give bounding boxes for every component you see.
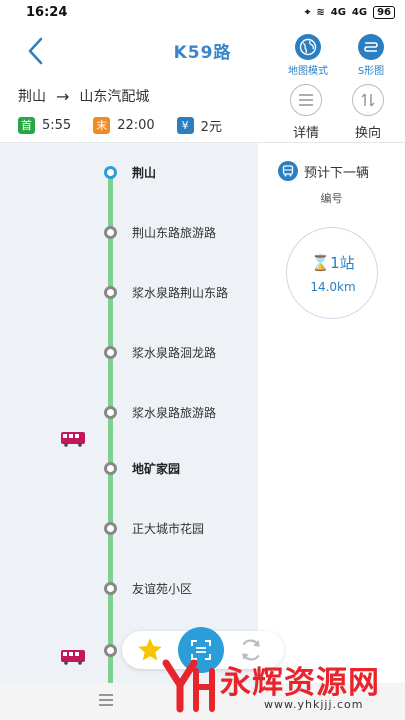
eta-display: ⌛1站 14.0km xyxy=(286,227,378,319)
status-bar: 16:24 ⌖ ≋ 4G 4G 96 xyxy=(0,0,405,26)
switch-direction-button[interactable]: 换向 xyxy=(348,84,388,141)
s-route-icon xyxy=(358,34,384,60)
stop-dot xyxy=(104,226,117,239)
last-bus-time: 22:00 xyxy=(117,118,155,133)
stop-dot xyxy=(104,462,117,475)
stop-item[interactable]: 浆水泉路旅游路 xyxy=(0,401,258,425)
list-icon xyxy=(290,84,322,116)
status-icons: ⌖ ≋ 4G 4G 96 xyxy=(305,6,395,19)
switch-label: 换向 xyxy=(354,126,381,141)
floating-actions xyxy=(122,627,284,673)
s-map-label: S形图 xyxy=(357,66,385,77)
first-bus-tag: 首 xyxy=(18,117,35,134)
stop-dot xyxy=(104,522,117,535)
eta-stops-value: 1站 xyxy=(330,254,355,272)
origin-stop: 荆山 xyxy=(18,89,46,105)
eta-distance: 14.0km xyxy=(310,280,356,294)
stop-dot xyxy=(104,406,117,419)
wifi-icon: ≋ xyxy=(316,7,325,18)
stop-dot xyxy=(104,286,117,299)
stop-item[interactable] xyxy=(0,639,258,663)
detail-label: 详情 xyxy=(292,126,319,141)
watermark-brand: 永辉资源网 xyxy=(220,665,380,701)
bus-position-icon[interactable] xyxy=(60,649,86,665)
destination-stop: 山东汽配城 xyxy=(79,89,150,105)
watermark: 永辉资源网 www.yhkjjj.com xyxy=(160,657,400,717)
scan-button[interactable] xyxy=(178,627,224,673)
stop-item[interactable]: 荆山 xyxy=(0,161,258,185)
swap-arrows-icon xyxy=(352,84,384,116)
stop-item[interactable]: 浆水泉路荆山东路 xyxy=(0,281,258,305)
next-bus-heading: 预计下一辆 xyxy=(278,161,369,181)
stop-name: 地矿家园 xyxy=(132,462,181,476)
first-bus: 首 5:55 xyxy=(18,117,71,134)
scan-icon xyxy=(191,640,211,660)
s-map-button[interactable]: S形图 xyxy=(351,34,391,77)
star-icon xyxy=(138,638,162,661)
back-chevron-icon xyxy=(28,37,43,65)
stop-item[interactable]: 正大城市花园 xyxy=(0,517,258,541)
globe-icon xyxy=(295,34,321,60)
divider xyxy=(0,142,405,143)
watermark-logo xyxy=(162,659,215,713)
schedule-info: 首 5:55 末 22:00 ¥ 2元 xyxy=(18,116,244,135)
next-bus-panel: 预计下一辆 编号 ⌛1站 14.0km xyxy=(258,143,405,683)
stop-name: 浆水泉路洄龙路 xyxy=(132,346,217,360)
route-endpoints: 荆山 → 山东汽配城 xyxy=(18,86,149,106)
stop-dot xyxy=(104,346,117,359)
direction-arrow-icon: → xyxy=(56,86,70,106)
fare-value: 2元 xyxy=(200,120,222,135)
bus-icon xyxy=(278,161,298,181)
hourglass-icon: ⌛ xyxy=(311,254,331,272)
stop-item[interactable]: 浆水泉路洄龙路 xyxy=(0,341,258,365)
back-button[interactable] xyxy=(22,34,52,68)
stop-item[interactable]: 地矿家园 xyxy=(0,457,258,481)
stop-name: 浆水泉路旅游路 xyxy=(132,406,217,420)
stop-dot xyxy=(104,582,117,595)
nav-bar: K59路 地图模式 S形图 xyxy=(0,26,405,78)
last-bus: 末 22:00 xyxy=(93,117,155,134)
last-bus-tag: 末 xyxy=(93,117,111,134)
bus-number-label: 编号 xyxy=(320,192,343,205)
map-mode-button[interactable]: 地图模式 xyxy=(282,34,334,77)
stop-item[interactable]: 友谊苑小区 xyxy=(0,577,258,601)
watermark-url: www.yhkjjj.com xyxy=(264,698,364,711)
route-info: 荆山 → 山东汽配城 首 5:55 末 22:00 ¥ 2元 详情 xyxy=(0,78,405,142)
stop-dot xyxy=(104,644,117,657)
location-icon: ⌖ xyxy=(304,7,311,18)
refresh-button[interactable] xyxy=(238,637,264,667)
stop-name: 荆山东路旅游路 xyxy=(132,226,217,240)
eta-stops: ⌛1站 xyxy=(287,252,379,273)
status-time: 16:24 xyxy=(26,5,68,20)
fare: ¥ 2元 xyxy=(176,116,222,135)
detail-button[interactable]: 详情 xyxy=(286,84,326,141)
battery-icon: 96 xyxy=(373,6,395,19)
route-line xyxy=(108,173,113,683)
stop-list[interactable]: 荆山 荆山东路旅游路 浆水泉路荆山东路 浆水泉路洄龙路 浆水泉路旅游路 地矿家园… xyxy=(0,143,258,683)
route-title: K59路 xyxy=(173,43,232,63)
signal-1-icon: 4G xyxy=(330,7,346,18)
favorite-button[interactable] xyxy=(136,636,164,668)
stop-name: 正大城市花园 xyxy=(132,522,205,536)
next-bus-title: 预计下一辆 xyxy=(304,165,370,181)
bus-position-icon[interactable] xyxy=(60,431,86,447)
stop-item[interactable]: 荆山东路旅游路 xyxy=(0,221,258,245)
fare-tag-icon: ¥ xyxy=(176,117,194,134)
menu-icon[interactable] xyxy=(98,692,114,711)
stop-name: 荆山 xyxy=(132,166,157,180)
stop-name: 友谊苑小区 xyxy=(132,582,193,596)
map-mode-label: 地图模式 xyxy=(288,66,328,77)
signal-2-icon: 4G xyxy=(351,7,368,18)
refresh-icon xyxy=(242,639,260,661)
first-bus-time: 5:55 xyxy=(42,118,72,133)
stop-name: 浆水泉路荆山东路 xyxy=(132,286,229,300)
stop-dot xyxy=(104,166,117,179)
